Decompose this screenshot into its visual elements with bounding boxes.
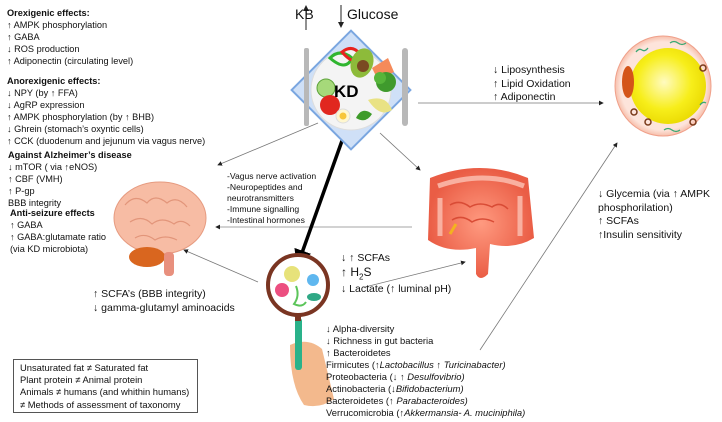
glucose-label: Glucose [347,6,399,22]
anorexigenic-item: ↓ AgRP expression [7,100,85,110]
microbiota-metabolites: ↓ ↑ SCFAs ↑ H2S ↓ Lactate (↑ luminal pH) [341,252,451,297]
orexigenic-item: ↑ Adiponectin (circulating level) [7,56,134,66]
anorexigenic-title: Anorexigenic effects: [7,76,101,86]
antiseizure-title: Anti-seizure effects [10,208,95,218]
taxon-row: Verrucomicrobia (↑Akkermansia- A. mucini… [326,407,526,418]
anorexigenic-item: ↑ CCK (duodenum and jejunum via vagus ne… [7,136,206,146]
magnifier-microbiota-illustration [266,253,334,407]
metabolite-item: ↓ ↑ SCFAs [341,252,391,264]
adipose-effect-item: ↓ Liposynthesis [493,64,565,76]
microbiota-change-item: ↓ Richness in gut bacteria [326,335,434,346]
adipose-effect-item: ↑ Lipid Oxidation [493,77,571,90]
brain-illustration [113,181,207,276]
metabolic-effect-item: phosphorilation) [598,201,673,214]
caveat-item: Animals ≠ humans (and whithin humans) [20,386,190,398]
adipose-effect-item: ↑ Adiponectin [493,91,556,103]
anorexigenic-effects: Anorexigenic effects: ↓ NPY (by ↑ FFA) ↓… [7,75,205,147]
microbiota-changes: ↓ Alpha-diversity ↓ Richness in gut bact… [326,323,525,419]
taxon-row: Proteobacteria (↓ ↑ Desulfovibrio) [326,371,465,382]
orexigenic-item: ↓ ROS production [7,44,80,54]
taxon-row: Firmicutes (↑Lactobacillus ↑ Turicinabac… [326,359,506,370]
mechanism-item: neurotransmitters [227,193,294,203]
brain-effects: ↑ SCFA’s (BBB integrity) ↓ gamma-glutamy… [93,288,235,315]
microbiota-change-item: ↓ Alpha-diversity [326,323,395,334]
adipose-effects: ↓ Liposynthesis ↑ Lipid Oxidation ↑ Adip… [493,64,571,105]
taxon-row: Bacteroidetes (↑ Parabacteroides) [326,395,468,406]
plate-to-microbiota-thick-arrow [294,137,345,268]
orexigenic-title: Orexigenic effects: [7,8,90,18]
microbiota-to-adipocyte-line [479,142,618,351]
alzheimer-item: BBB integrity [8,198,62,208]
antiseizure-item: ↑ GABA [10,220,43,230]
adipocyte-illustration [614,35,712,137]
kb-label: KB [295,6,314,22]
brain-effect-item: ↑ SCFA’s (BBB integrity) [93,288,206,300]
brain-effect-item: ↓ gamma-glutamyl aminoacids [93,301,235,314]
plate-to-brain-line [217,122,319,166]
anorexigenic-item: ↑ AMPK phosphorylation (by ↑ BHB) [7,112,155,122]
caveats-box: Unsaturated fat ≠ Saturated fat Plant pr… [13,359,198,413]
caveat-item: Plant protein ≠ Animal protein [20,374,143,386]
taxon-row: Actinobacteria (↓Bifidobacterium) [326,383,464,394]
metabolic-effect-item: ↓ Glycemia (via ↑ AMPK [598,188,711,200]
orexigenic-item: ↑ GABA [7,32,40,42]
mechanism-item: -Vagus nerve activation [227,171,317,181]
microbiota-change-item: ↑ Bacteroidetes [326,347,391,358]
orexigenic-effects: Orexigenic effects: ↑ AMPK phosphorylati… [7,7,133,67]
mechanism-item: -Intestinal hormones [227,215,305,225]
plate-to-gut-line [379,132,421,171]
metabolic-effects: ↓ Glycemia (via ↑ AMPK phosphorilation) … [598,188,710,242]
mechanism-item: -Immune signalling [227,204,300,214]
antiseizure-item: ↑ GABA:glutamate ratio [10,232,107,242]
caveat-item: Unsaturated fat ≠ Saturated fat [20,362,149,373]
plate-label: KD [334,82,359,101]
metabolic-effect-item: ↑ SCFAs [598,215,639,227]
caveat-item: ≠ Methods of assessment of taxonomy [20,398,181,410]
alzheimer-title: Against Alzheimer’s disease [8,150,132,160]
alzheimer-item: ↑ CBF (VMH) [8,174,63,184]
metabolite-item: ↑ H2S [341,264,372,281]
anorexigenic-item: ↓ Ghrein (stomach’s oxyntic cells) [7,124,144,134]
anorexigenic-item: ↓ NPY (by ↑ FFA) [7,88,78,98]
gut-brain-axis-mechanisms: -Vagus nerve activation -Neuropeptides a… [227,171,316,226]
antiseizure-effects: Anti-seizure effects ↑ GABA ↑ GABA:gluta… [10,207,106,255]
intestine-illustration [428,168,534,278]
metabolite-item: ↓ Lactate (↑ luminal pH) [341,283,452,296]
microbiota-to-gut-line [364,260,466,288]
mechanism-item: -Neuropeptides and [227,182,303,192]
alzheimer-item: ↓ mTOR ( via ↑eNOS) [8,162,98,172]
orexigenic-item: ↑ AMPK phosphorylation [7,20,108,30]
keto-plate-illustration: KD [273,29,412,151]
microbiota-to-brain-line [183,249,259,283]
alzheimer-item: ↑ P-gp [8,186,35,196]
antiseizure-item: (via KD microbiota) [10,244,89,254]
metabolic-effect-item: ↑Insulin sensitivity [598,228,683,241]
alzheimer-effects: Against Alzheimer’s disease ↓ mTOR ( via… [8,149,132,209]
